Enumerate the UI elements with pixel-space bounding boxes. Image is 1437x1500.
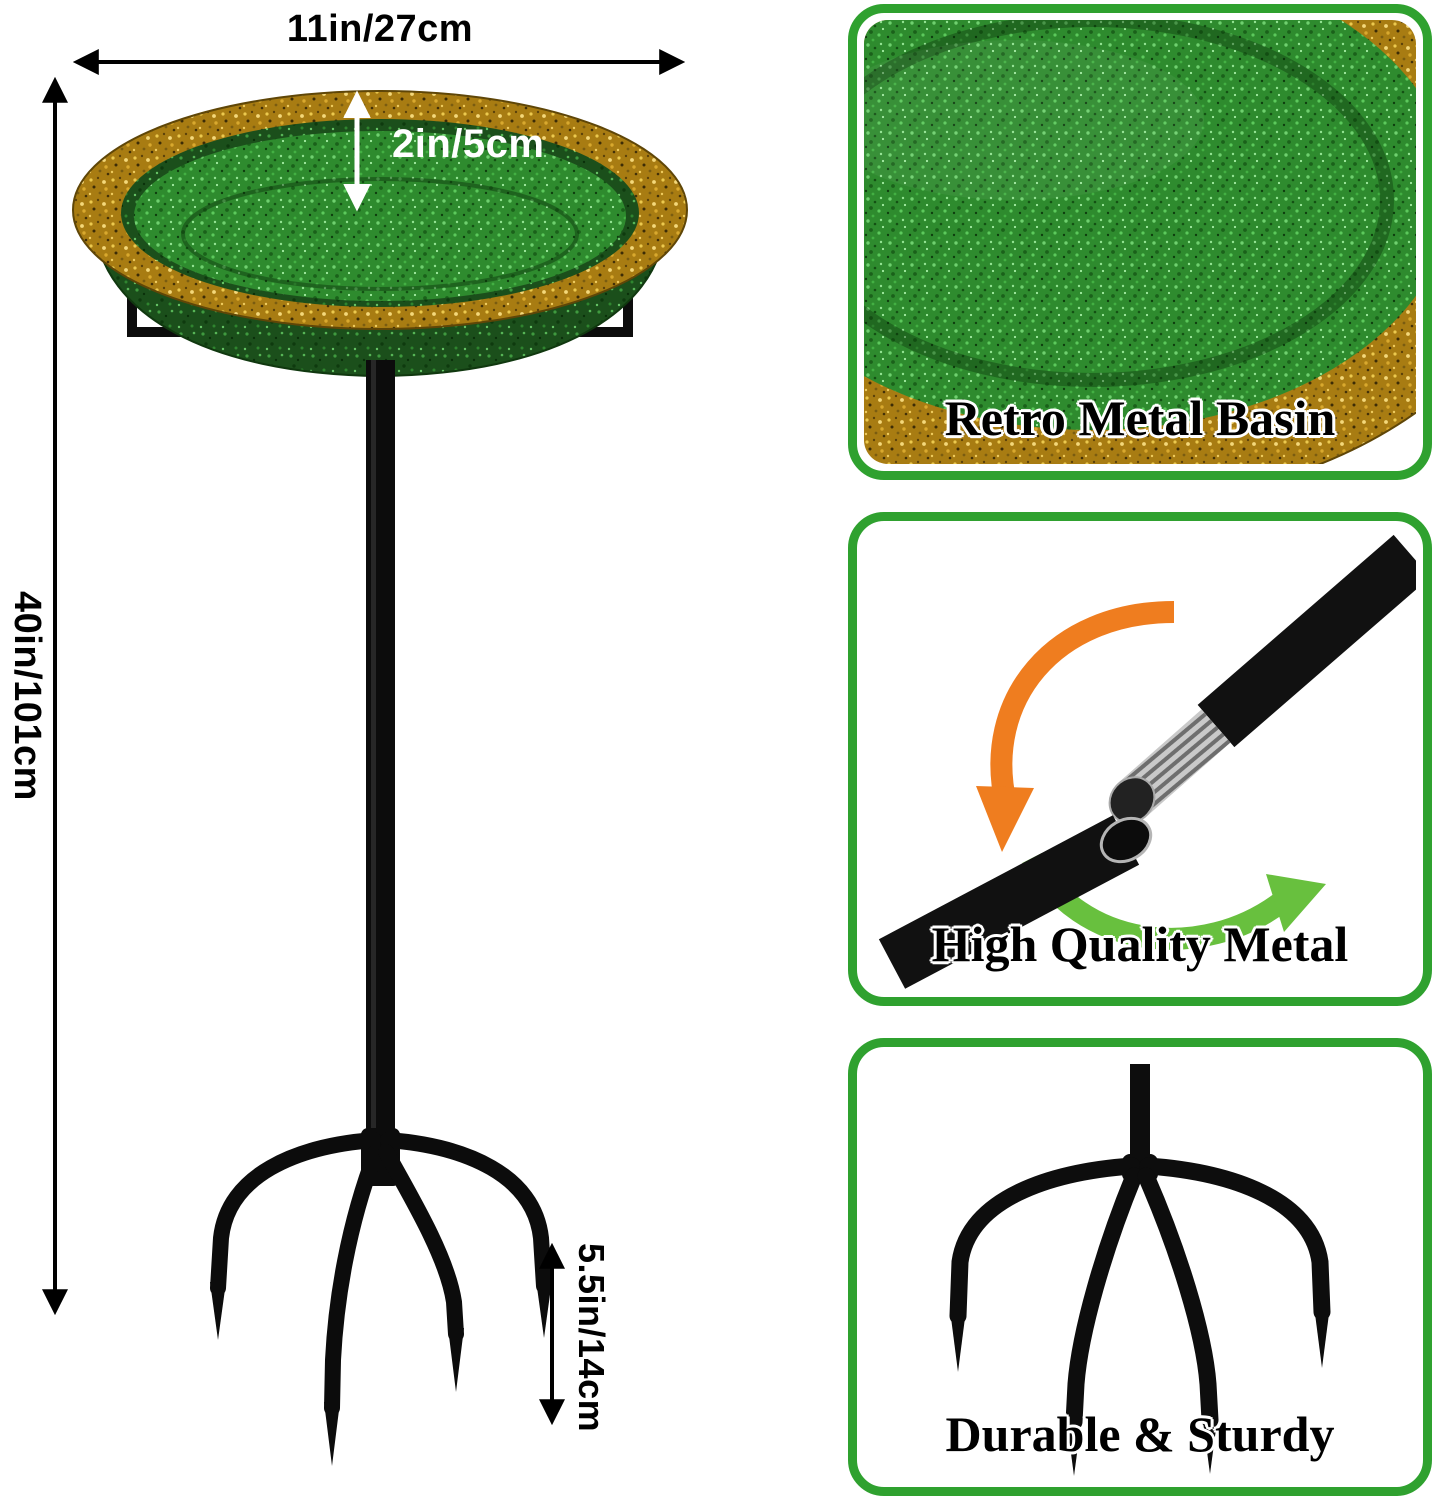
upper-pole	[1197, 534, 1416, 748]
closeup-inner-shadow	[864, 20, 1394, 387]
basin-interior	[134, 131, 626, 301]
rotate-arrow-orange-head	[976, 786, 1034, 852]
closeup-highlight	[864, 40, 1204, 200]
feature-label-metal: High Quality Metal	[931, 916, 1349, 972]
basin-closeup-image	[864, 20, 1416, 464]
closeup-stake-spikes	[950, 1306, 1330, 1476]
basin-closeup-art	[864, 20, 1416, 464]
pole-thread-closeup-image	[864, 528, 1416, 990]
basin-inner-step	[181, 177, 579, 291]
feature-panel-metal: High Quality Metal	[848, 512, 1432, 1006]
basin-depth-dimension-label: 2in/5cm	[392, 122, 545, 166]
closeup-pole-stub	[1130, 1064, 1150, 1164]
closeup-green-interior	[864, 20, 1416, 430]
closeup-stake-legs	[949, 1157, 1331, 1431]
lower-pole	[878, 815, 1140, 989]
width-dimension-label: 11in/27cm	[286, 8, 474, 50]
feature-label-basin: Retro Metal Basin	[944, 390, 1336, 446]
rotate-arrow-green-head	[1266, 874, 1326, 932]
stake-dimension-label: 5.5in/14cm	[571, 1243, 612, 1433]
stake-closeup-art	[864, 1054, 1416, 1480]
feature-label-sturdy: Durable & Sturdy	[945, 1406, 1335, 1462]
feature-panel-basin: Retro Metal Basin	[848, 4, 1432, 480]
thread-end-cap	[1108, 776, 1156, 824]
stand-pole-highlight	[371, 360, 376, 1160]
feature-panel-sturdy: Durable & Sturdy	[848, 1038, 1432, 1496]
socket-opening	[1099, 816, 1153, 864]
stand-pole	[366, 360, 395, 1160]
height-dimension-label: 40in/101cm	[6, 591, 48, 801]
stake-legs	[210, 1132, 552, 1416]
pole-thread-art	[864, 528, 1416, 990]
bird-bath-dimension-illustration	[42, 49, 688, 1466]
stake-spikes	[210, 1280, 552, 1466]
stake-closeup-image	[864, 1054, 1416, 1480]
rotate-arrow-orange	[990, 601, 1175, 807]
